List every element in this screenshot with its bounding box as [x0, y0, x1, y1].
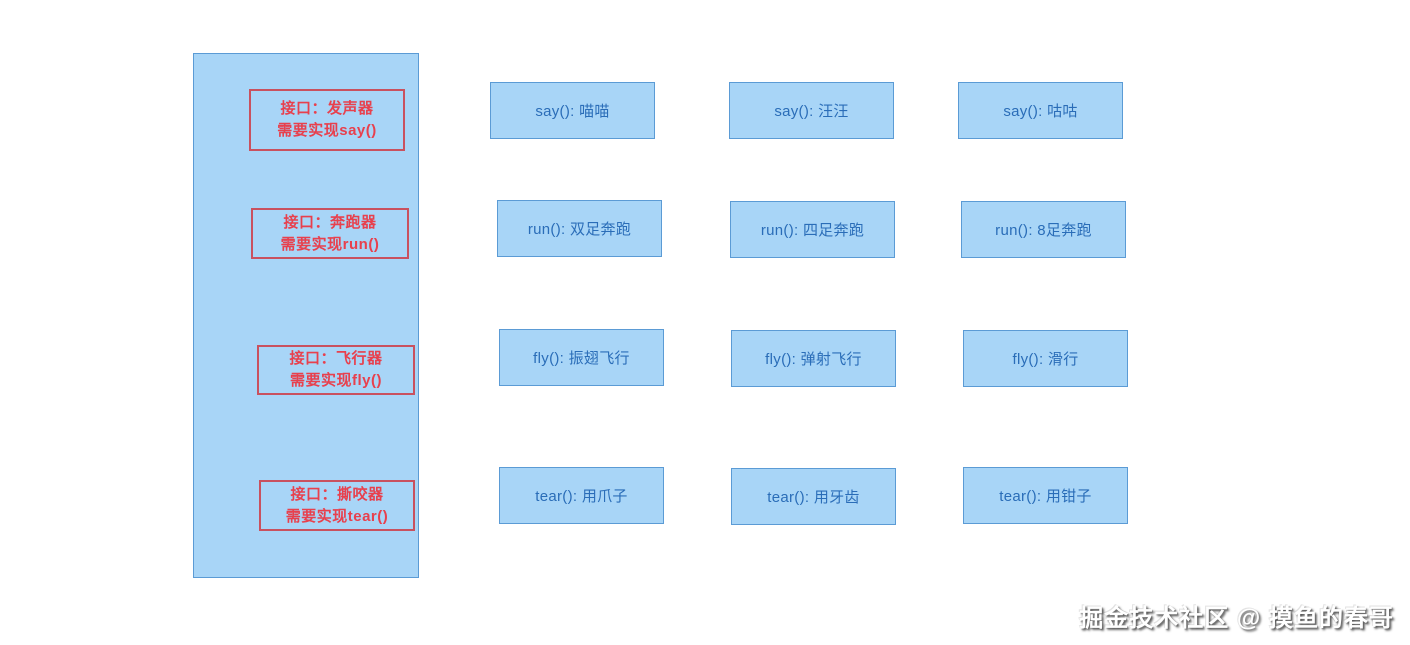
impl-box-run-0: run(): 双足奔跑 [497, 200, 662, 257]
interface-box-run: 接口：奔跑器 需要实现run() [251, 208, 409, 259]
interface-box-say: 接口：发声器 需要实现say() [249, 89, 405, 151]
interface-title: 接口：发声器 [280, 100, 374, 118]
impl-box-say-2: say(): 咕咕 [958, 82, 1123, 139]
interface-box-fly: 接口：飞行器 需要实现fly() [257, 345, 415, 395]
watermark: 掘金技术社区 @ 摸鱼的春哥 [1079, 605, 1394, 632]
impl-box-tear-1: tear(): 用牙齿 [731, 468, 896, 525]
impl-box-fly-2: fly(): 滑行 [963, 330, 1128, 387]
impl-box-say-1: say(): 汪汪 [729, 82, 894, 139]
interface-panel: 接口：发声器 需要实现say() 接口：奔跑器 需要实现run() 接口：飞行器… [193, 53, 419, 578]
interface-box-tear: 接口：撕咬器 需要实现tear() [259, 480, 415, 531]
impl-box-tear-0: tear(): 用爪子 [499, 467, 664, 524]
impl-box-fly-1: fly(): 弹射飞行 [731, 330, 896, 387]
impl-box-say-0: say(): 喵喵 [490, 82, 655, 139]
interface-title: 接口：撕咬器 [290, 485, 384, 503]
interface-requirement: 需要实现fly() [290, 372, 382, 389]
interface-title: 接口：飞行器 [289, 350, 383, 368]
interface-requirement: 需要实现tear() [285, 507, 389, 525]
impl-box-tear-2: tear(): 用钳子 [963, 467, 1128, 524]
impl-box-run-2: run(): 8足奔跑 [961, 201, 1126, 258]
impl-box-run-1: run(): 四足奔跑 [730, 201, 895, 258]
interface-requirement: 需要实现say() [277, 122, 377, 139]
interface-requirement: 需要实现run() [280, 235, 380, 253]
impl-box-fly-0: fly(): 振翅飞行 [499, 329, 664, 386]
interface-title: 接口：奔跑器 [283, 213, 377, 231]
